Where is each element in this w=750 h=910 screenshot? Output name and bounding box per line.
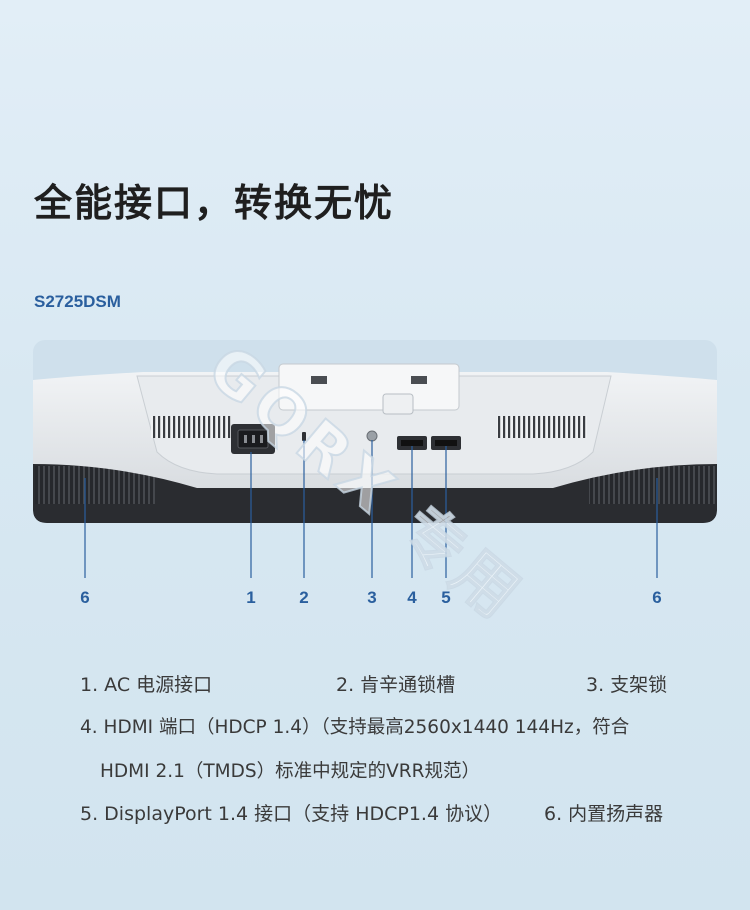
legend-item-4-line1: 4. HDMI 端口（HDCP 1.4）（支持最高2560x1440 144Hz… bbox=[80, 717, 630, 738]
legend-item-1: 1. AC 电源接口 bbox=[80, 674, 213, 696]
legend-item-2: 2. 肯辛通锁槽 bbox=[336, 674, 456, 696]
page-title: 全能接口，转换无忧 bbox=[34, 181, 395, 225]
callout-number-3: 3 bbox=[367, 588, 377, 607]
legend-item-4-line2: HDMI 2.1（TMDS）标准中规定的VRR规范） bbox=[100, 761, 480, 782]
callout-number-5: 5 bbox=[441, 588, 451, 607]
callout-number-6-right: 6 bbox=[652, 588, 662, 607]
legend-item-3: 3. 支架锁 bbox=[586, 674, 668, 696]
callout-number-1: 1 bbox=[246, 588, 256, 607]
callout-number-2: 2 bbox=[299, 588, 309, 607]
monitor-back-image bbox=[33, 340, 717, 523]
callout-number-4: 4 bbox=[407, 588, 417, 607]
model-name: S2725DSM bbox=[34, 292, 121, 311]
legend-item-6: 6. 内置扬声器 bbox=[544, 803, 664, 825]
callout-number-6-left: 6 bbox=[80, 588, 90, 607]
legend-item-5: 5. DisplayPort 1.4 接口（支持 HDCP1.4 协议） bbox=[80, 803, 503, 825]
